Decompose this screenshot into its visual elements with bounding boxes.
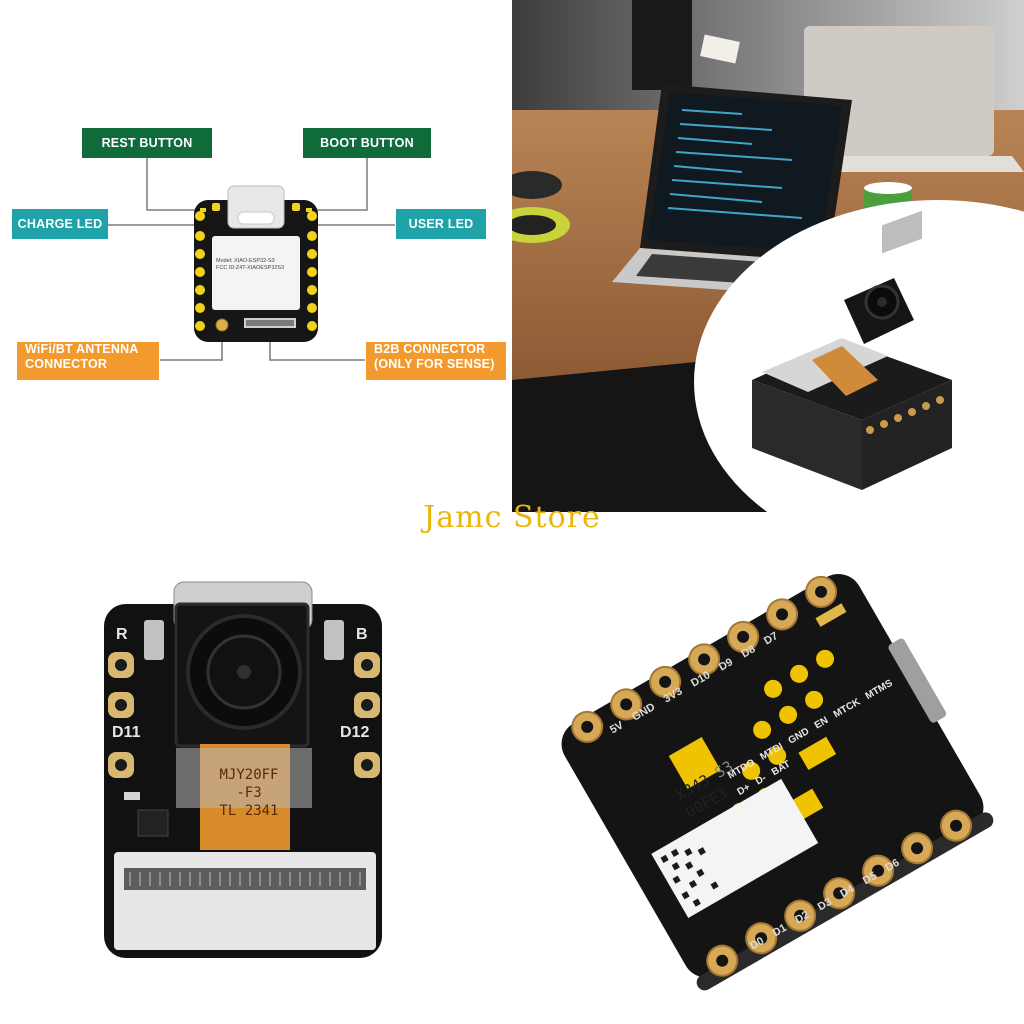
camera-board xyxy=(104,581,382,958)
desk-scene xyxy=(512,0,1024,512)
rest-button-label: REST BUTTON xyxy=(82,128,212,158)
camera-inset xyxy=(694,200,1024,512)
xiao-board xyxy=(194,185,318,342)
store-watermark: Jamc Store xyxy=(423,500,601,535)
antenna-connector-label: WiFi/BT ANTENNA CONNECTOR xyxy=(17,342,159,380)
boot-button-label: BOOT BUTTON xyxy=(303,128,431,158)
charge-led-label: CHARGE LED xyxy=(12,209,108,239)
board-back xyxy=(561,574,994,991)
diagram-lines xyxy=(107,158,395,361)
camera-board-panel: R B D11 D12 MJY20FF -F3 TL 2341 xyxy=(0,512,512,1024)
silk-label-r: R xyxy=(116,626,128,643)
castellated-pads xyxy=(195,203,317,331)
desk-photo-panel xyxy=(512,0,1024,512)
pinout-diagram-panel: Model: XIAO-ESP32-S3 FCC ID:Z4T-XIAOESP3… xyxy=(0,0,512,512)
camera-module-render xyxy=(752,210,952,490)
b2b-connector-label: B2B CONNECTOR (ONLY FOR SENSE) xyxy=(366,342,506,380)
board-model-text: Model: XIAO-ESP32-S3 FCC ID:Z4T-XIAOESP3… xyxy=(216,258,285,271)
user-led-label: USER LED xyxy=(396,209,486,239)
silk-label-b: B xyxy=(356,626,368,643)
silk-label-d11: D11 xyxy=(112,724,141,741)
silk-label-d12: D12 xyxy=(340,724,370,741)
flex-cable-marking: MJY20FF -F3 TL 2341 xyxy=(219,767,279,819)
board-back-panel: X343 S3 00FE3 5V GND 3V3 D10 D9 D8 D7 D0… xyxy=(512,512,1024,1024)
